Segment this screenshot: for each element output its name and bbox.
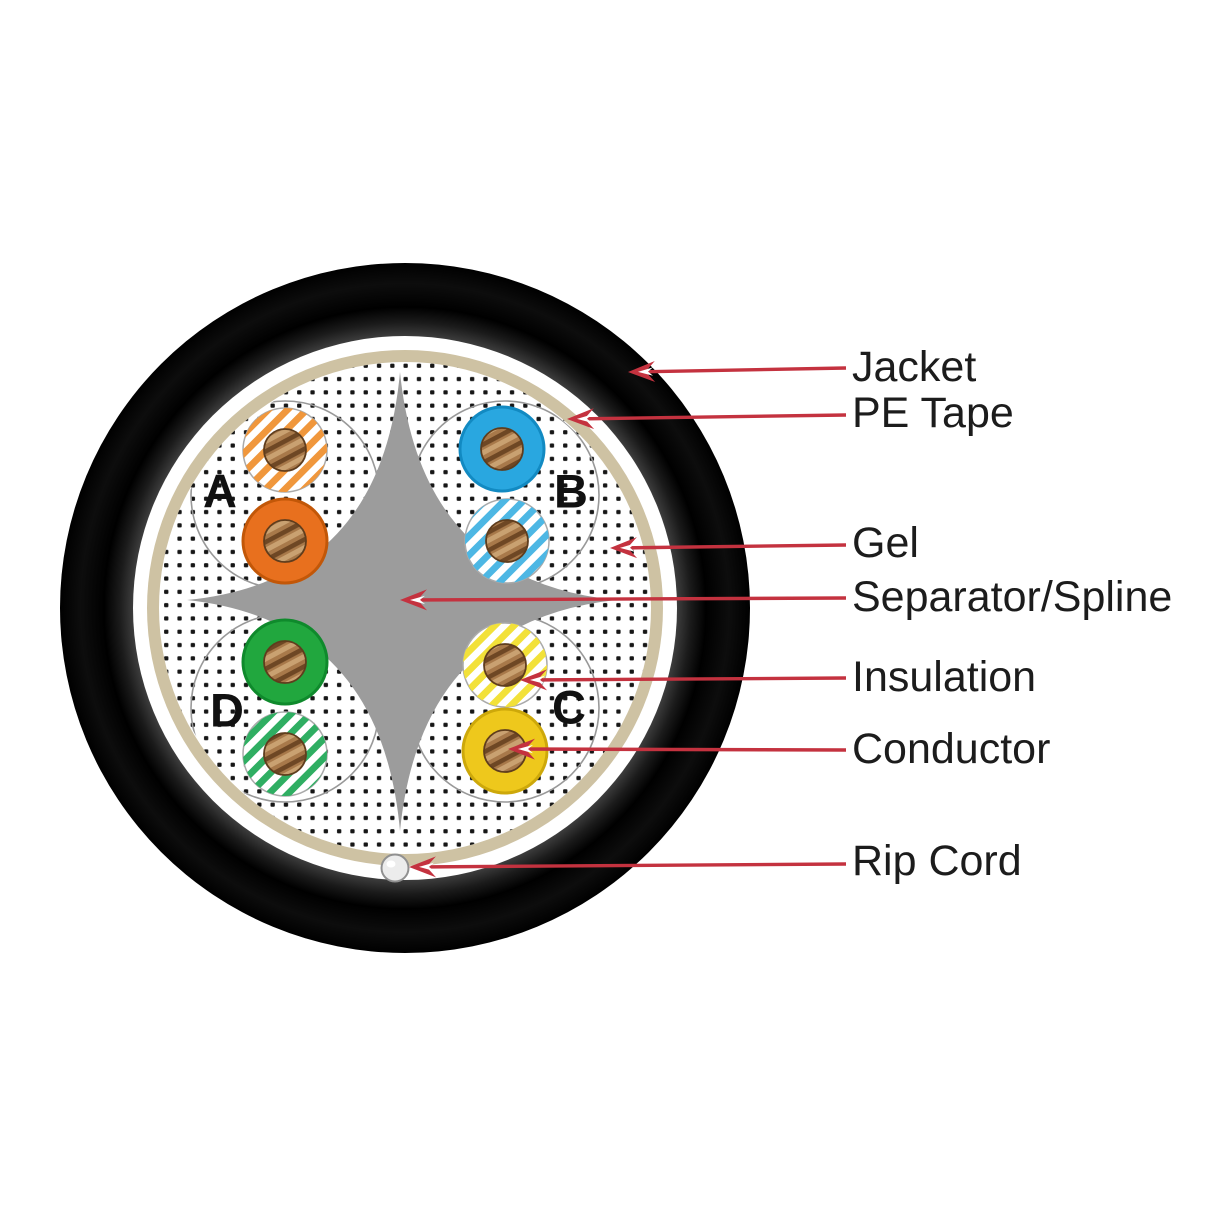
callout-arrowhead-icon [508,738,536,760]
callout-label: Conductor [852,725,1050,773]
callout-line [513,747,847,752]
callout-arrowhead-icon [567,408,595,430]
wire-striped-yellow [462,622,548,708]
wire-solid-orange [241,497,329,585]
callout-arrowhead-icon [520,669,548,691]
callout-gel: Gel [610,519,919,567]
callout-line [525,676,847,682]
callout-pe-tape: PE Tape [567,389,1014,437]
callout-conductor: Conductor [508,725,1050,773]
separator-spline [187,372,616,831]
conductor-twist [264,429,306,471]
pair-letter-D: D [210,684,244,737]
conductor-twist [264,641,306,683]
callout-separator-spline: Separator/Spline [400,573,1172,621]
rip-cord-highlight [386,860,396,868]
callout-arrowhead-icon [610,537,638,559]
conductor-edge [263,428,307,472]
conductor-edge [263,519,307,563]
callout-label: Separator/Spline [852,573,1172,621]
conductor-edge [263,732,307,776]
callout-line [405,596,847,602]
callout-arrowhead-icon [400,589,428,611]
callout-line [414,862,847,869]
pair-letter-A: A [203,465,237,518]
callout-line [615,543,847,550]
conductor-twist [486,520,528,562]
conductor-twist [264,520,306,562]
rip-cord [380,853,410,883]
callout-jacket: Jacket [628,343,976,391]
callout-line [633,366,847,374]
wire-striped-blue [464,498,550,584]
pair-letter-B: B [554,465,588,518]
wire-solid-blue [458,405,546,493]
cable-cross-section: A B D C [60,263,750,953]
wire-solid-green [241,618,329,706]
conductor-twist [264,733,306,775]
conductor-twist [484,644,526,686]
conductor-twist [484,730,526,772]
wire-solid-yellow [461,707,549,795]
callout-insulation: Insulation [520,653,1036,701]
callout-line [572,413,847,421]
callout-label: PE Tape [852,389,1014,437]
pair-letter-C: C [552,681,586,734]
conductor-edge [483,643,527,687]
callout-arrowhead-icon [409,856,437,878]
callout-label: Rip Cord [852,837,1022,885]
callout-arrowhead-icon [628,361,656,383]
conductor-twist [481,428,523,470]
conductor-edge [263,640,307,684]
conductor-edge [485,519,529,563]
callout-label: Jacket [852,343,976,391]
wire-striped-green [242,711,328,797]
callout-rip-cord: Rip Cord [409,837,1022,885]
callout-label: Insulation [852,653,1036,701]
callout-label: Gel [852,519,919,567]
wire-striped-orange [242,407,328,493]
rip-cord-body [380,853,410,883]
conductor-edge [480,427,524,471]
